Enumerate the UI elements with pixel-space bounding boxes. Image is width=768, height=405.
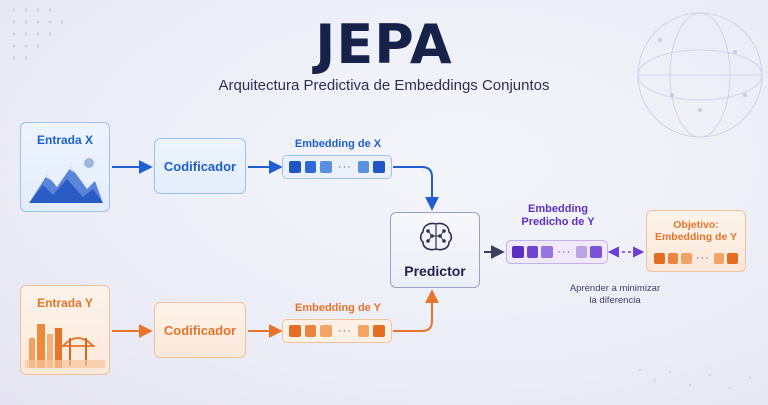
token (727, 252, 738, 264)
token (373, 161, 385, 173)
target-box: Objetivo: Embedding de Y ··· (646, 210, 746, 272)
city-bridge-icon (25, 324, 105, 368)
token (357, 161, 370, 173)
loss-note: Aprender a minimizar la diferencia (560, 283, 670, 307)
encoder-x-box: Codificador (154, 138, 246, 194)
predicted-embedding-label-line1: Embedding (528, 203, 588, 215)
token (373, 325, 385, 337)
input-x-label: Entrada X (36, 133, 93, 147)
token (681, 252, 693, 264)
arrow-embeddingy-predictor (393, 289, 439, 332)
token-ellipsis: ··· (557, 246, 572, 258)
arrow-embeddingx-predictor (393, 166, 439, 211)
encoder-y-label: Codificador (163, 323, 237, 338)
token (654, 252, 665, 264)
brain-network-icon (419, 222, 453, 251)
predictor-label: Predictor (404, 263, 466, 279)
loss-note-line2: la diferencia (589, 295, 641, 306)
predicted-embedding-tokens: ··· (506, 240, 608, 264)
input-x-card: Entrada X (20, 122, 110, 212)
token (575, 246, 588, 258)
token (304, 325, 317, 337)
token (590, 246, 602, 258)
diagram-subtitle: Arquitectura Predictiva de Embeddings Co… (218, 77, 550, 94)
token (357, 325, 370, 337)
input-y-label: Entrada Y (37, 296, 93, 310)
token (541, 246, 553, 258)
token (289, 161, 301, 173)
token (320, 161, 333, 173)
token-ellipsis: ··· (337, 161, 352, 173)
encoder-x-label: Codificador (163, 159, 237, 174)
token-ellipsis: ··· (337, 325, 352, 337)
target-label-line2: Embedding de Y (654, 231, 738, 243)
encoder-y-box: Codificador (154, 302, 246, 358)
target-label: Objetivo: Embedding de Y (647, 219, 745, 243)
predictor-box: Predictor (390, 212, 480, 288)
token (289, 325, 301, 337)
token (713, 252, 725, 264)
token-ellipsis: ··· (695, 252, 710, 264)
predicted-embedding-label: Embedding Predicho de Y (498, 203, 618, 229)
target-tokens: ··· (651, 249, 741, 267)
target-label-line1: Objetivo: (673, 219, 719, 231)
token (320, 325, 333, 337)
mountains-icon (29, 158, 103, 203)
token (526, 246, 539, 258)
token (304, 161, 317, 173)
loss-note-line1: Aprender a minimizar (569, 283, 661, 294)
embedding-x-tokens: ··· (282, 155, 392, 179)
token (667, 252, 679, 264)
input-y-card: Entrada Y (20, 285, 110, 375)
embedding-x-label: Embedding de X (294, 138, 382, 150)
diagram-title: JEPA (315, 13, 453, 76)
embedding-y-label: Embedding de Y (295, 302, 381, 314)
embedding-y-tokens: ··· (282, 319, 392, 343)
predicted-embedding-label-line2: Predicho de Y (521, 216, 595, 228)
token (512, 246, 524, 258)
